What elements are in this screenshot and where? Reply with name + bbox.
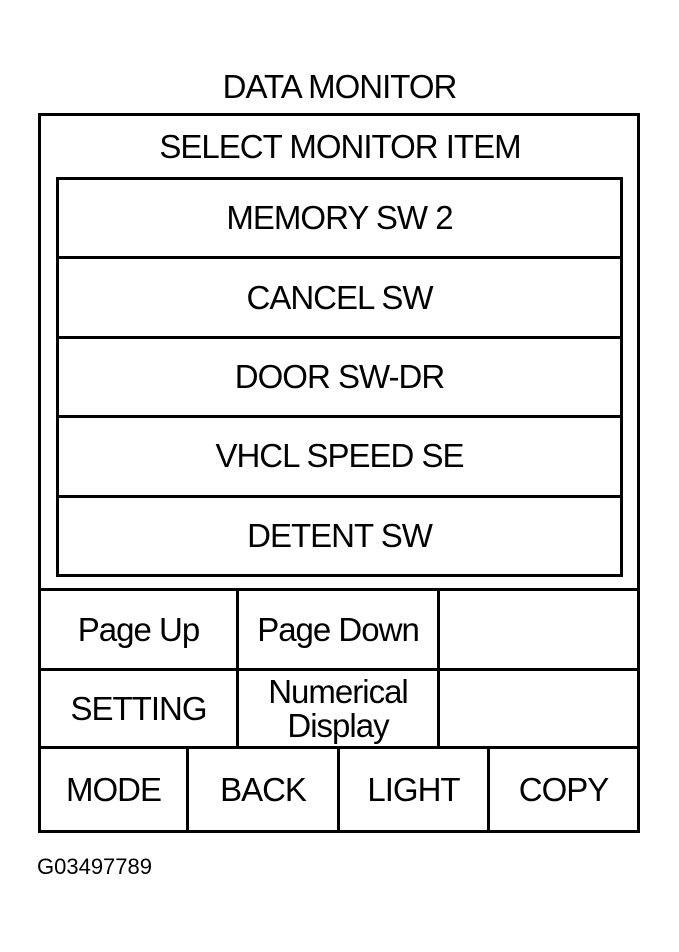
screen-title: DATA MONITOR [222,68,458,105]
back-label: BACK [220,770,307,808]
monitor-item-list: MEMORY SW 2 CANCEL SW DOOR SW-DR VHCL SP… [56,177,623,577]
monitor-item-vhcl-speed-se[interactable]: VHCL SPEED SE [59,418,620,498]
divider [487,746,490,831]
select-monitor-header: SELECT MONITOR ITEM [159,128,521,165]
light-label: LIGHT [367,770,460,808]
divider [236,588,239,749]
divider [186,746,189,831]
page-up-button[interactable]: Page Up [41,591,236,668]
page-down-label: Page Down [257,610,420,648]
light-button[interactable]: LIGHT [340,749,487,830]
empty-button-2[interactable] [440,671,637,746]
numerical-display-label-line1: Numerical [268,672,409,710]
numerical-display-label-line2: Display [287,706,389,744]
divider [337,746,340,831]
divider [38,668,640,671]
copy-label: COPY [518,770,610,808]
monitor-item-cancel-sw[interactable]: CANCEL SW [59,259,620,339]
page-up-label: Page Up [77,610,200,648]
back-button[interactable]: BACK [189,749,337,830]
divider [437,588,440,749]
figure-id: G03497789 [37,854,152,879]
monitor-item-detent-sw[interactable]: DETENT SW [59,497,620,575]
monitor-panel [38,113,640,833]
mode-button[interactable]: MODE [41,749,186,830]
setting-button[interactable]: SETTING [41,671,236,746]
divider [38,588,640,591]
monitor-item-door-sw-dr[interactable]: DOOR SW-DR [59,338,620,419]
setting-label: SETTING [70,689,207,727]
empty-button-1[interactable] [440,591,637,668]
monitor-item-memory-sw-2[interactable]: MEMORY SW 2 [59,180,620,260]
numerical-display-button[interactable]: Numerical Display [239,671,437,746]
page-down-button[interactable]: Page Down [239,591,437,668]
mode-label: MODE [66,770,162,808]
copy-button[interactable]: COPY [490,749,637,830]
